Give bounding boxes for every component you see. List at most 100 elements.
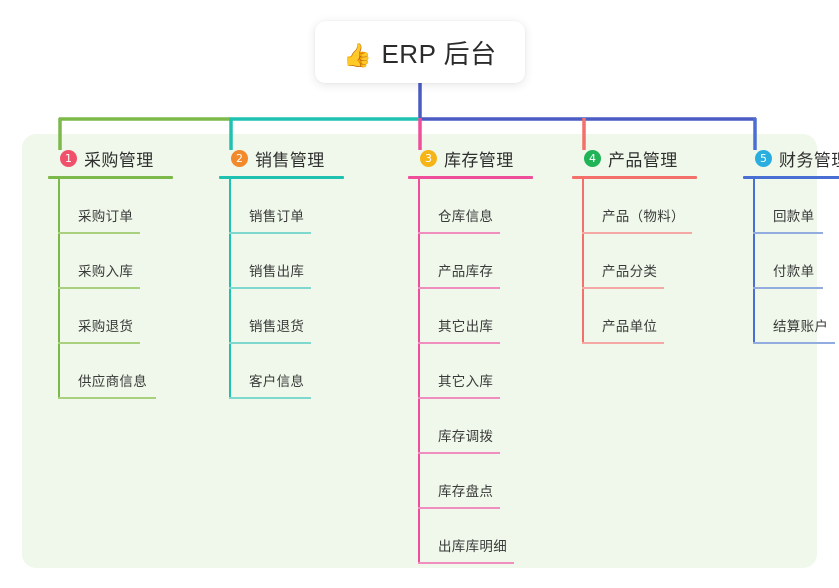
child-item-label: 结算账户 (773, 319, 829, 334)
child-item-label: 产品库存 (438, 264, 494, 279)
child-item[interactable]: 仓库信息 (408, 179, 573, 234)
root-node[interactable]: 👍 ERP 后台 (315, 21, 525, 83)
child-item[interactable]: 其它出库 (408, 289, 573, 344)
branch-header-5[interactable]: 5 财务管理 (743, 146, 839, 170)
branch-title: 产品管理 (608, 150, 678, 170)
child-item[interactable]: 产品单位 (572, 289, 737, 344)
branch-spine (582, 179, 584, 344)
child-item[interactable]: 销售退货 (219, 289, 384, 344)
branch-number-badge: 2 (231, 149, 248, 167)
child-item-rule (418, 507, 500, 509)
child-item-rule (753, 287, 823, 289)
branch-spine (58, 179, 60, 399)
child-item[interactable]: 供应商信息 (48, 344, 213, 399)
branch-number-badge: 3 (420, 149, 437, 167)
child-item-rule (58, 232, 140, 234)
child-item[interactable]: 采购订单 (48, 179, 213, 234)
branch-header-3[interactable]: 3 库存管理 (408, 146, 573, 170)
child-item-rule (418, 232, 500, 234)
child-item-rule (418, 452, 500, 454)
child-item-rule (418, 287, 500, 289)
child-item-label: 销售退货 (249, 319, 305, 334)
child-item-label: 产品分类 (602, 264, 658, 279)
child-item[interactable]: 其它入库 (408, 344, 573, 399)
child-item-rule (58, 342, 140, 344)
child-item-rule (418, 342, 500, 344)
child-item[interactable]: 库存盘点 (408, 454, 573, 509)
child-item[interactable]: 产品（物料） (572, 179, 737, 234)
child-item-label: 库存调拨 (438, 429, 494, 444)
branch-title: 库存管理 (444, 150, 514, 170)
child-item[interactable]: 销售出库 (219, 234, 384, 289)
child-item[interactable]: 出库库明细 (408, 509, 573, 564)
child-item-label: 其它入库 (438, 374, 494, 389)
branch-header-1[interactable]: 1 采购管理 (48, 146, 213, 170)
child-item-rule (229, 397, 311, 399)
child-item-rule (229, 232, 311, 234)
branch-number-badge: 1 (60, 149, 77, 167)
child-item-rule (582, 342, 664, 344)
child-item-rule (753, 342, 835, 344)
branch-title: 采购管理 (84, 150, 154, 170)
child-item-rule (58, 287, 140, 289)
branch-underline (408, 176, 533, 179)
child-item[interactable]: 销售订单 (219, 179, 384, 234)
child-item-label: 采购入库 (78, 264, 134, 279)
child-item[interactable]: 结算账户 (743, 289, 839, 344)
thumbs-up-icon: 👍 (343, 41, 373, 68)
branch-children: 回款单付款单结算账户 (743, 179, 839, 344)
child-item-label: 产品（物料） (602, 209, 685, 224)
child-item[interactable]: 付款单 (743, 234, 839, 289)
child-item-rule (58, 397, 156, 399)
child-item-label: 其它出库 (438, 319, 494, 334)
child-item-label: 销售出库 (249, 264, 305, 279)
child-item[interactable]: 采购退货 (48, 289, 213, 344)
child-item-label: 供应商信息 (78, 374, 147, 389)
child-item-rule (418, 397, 500, 399)
child-item-rule (582, 287, 664, 289)
child-item-label: 出库库明细 (438, 539, 507, 554)
branch-number-badge: 5 (755, 149, 772, 167)
child-item[interactable]: 客户信息 (219, 344, 384, 399)
root-node-label: 👍 ERP 后台 (343, 34, 496, 71)
branch-children: 产品（物料） 产品分类产品单位 (572, 179, 737, 344)
branch-underline (572, 176, 697, 179)
child-item[interactable]: 产品库存 (408, 234, 573, 289)
branch-header-2[interactable]: 2 销售管理 (219, 146, 384, 170)
child-item-label: 客户信息 (249, 374, 305, 389)
branch-1: 1 采购管理采购订单采购入库采购退货供应商信息 (48, 146, 213, 399)
child-item[interactable]: 回款单 (743, 179, 839, 234)
branch-4: 4 产品管理产品（物料） 产品分类产品单位 (572, 146, 737, 344)
branch-underline (743, 176, 839, 179)
child-item-label: 仓库信息 (438, 209, 494, 224)
branch-spine (753, 179, 755, 344)
branch-title: 财务管理 (779, 150, 839, 170)
branch-children: 仓库信息产品库存其它出库其它入库库存调拨库存盘点出库库明细 (408, 179, 573, 564)
branch-underline (48, 176, 173, 179)
branch-spine (418, 179, 420, 564)
child-item[interactable]: 产品分类 (572, 234, 737, 289)
child-item-rule (229, 342, 311, 344)
child-item[interactable]: 采购入库 (48, 234, 213, 289)
child-item-rule (229, 287, 311, 289)
child-item-label: 库存盘点 (438, 484, 494, 499)
branch-2: 2 销售管理销售订单销售出库销售退货客户信息 (219, 146, 384, 399)
root-title-text: ERP 后台 (381, 38, 497, 69)
branch-5: 5 财务管理回款单付款单结算账户 (743, 146, 839, 344)
child-item-label: 采购订单 (78, 209, 134, 224)
child-item-label: 采购退货 (78, 319, 134, 334)
branch-children: 采购订单采购入库采购退货供应商信息 (48, 179, 213, 399)
child-item-rule (582, 232, 692, 234)
branch-title: 销售管理 (255, 150, 325, 170)
child-item-rule (418, 562, 514, 564)
branch-spine (229, 179, 231, 399)
branch-3: 3 库存管理仓库信息产品库存其它出库其它入库库存调拨库存盘点出库库明细 (408, 146, 573, 564)
child-item-rule (753, 232, 823, 234)
branch-number-badge: 4 (584, 149, 601, 167)
branch-children: 销售订单销售出库销售退货客户信息 (219, 179, 384, 399)
branch-header-4[interactable]: 4 产品管理 (572, 146, 737, 170)
child-item-label: 销售订单 (249, 209, 305, 224)
child-item-label: 产品单位 (602, 319, 658, 334)
child-item[interactable]: 库存调拨 (408, 399, 573, 454)
child-item-label: 付款单 (773, 264, 815, 279)
